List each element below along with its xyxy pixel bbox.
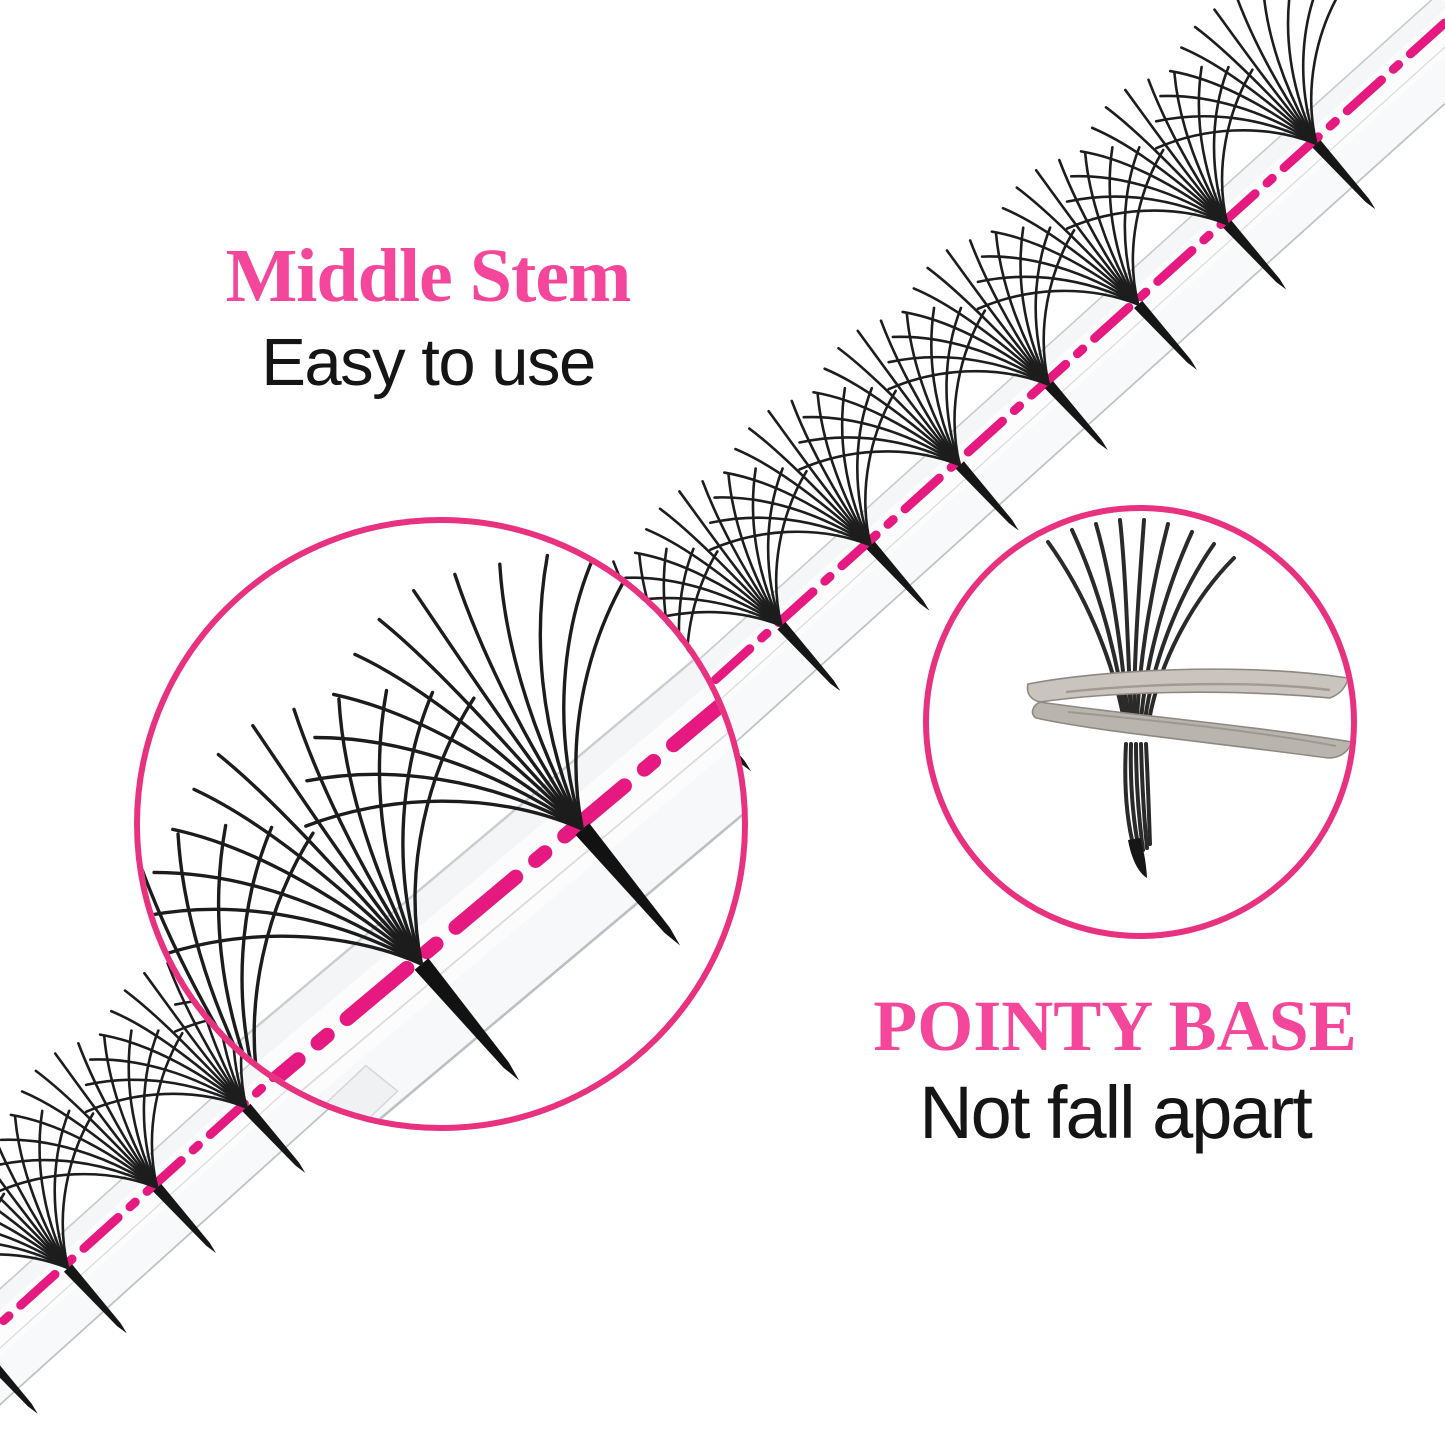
magnifier-ring-middle-stem xyxy=(134,517,748,1131)
callout-middle-stem-subtitle: Easy to use xyxy=(261,325,596,400)
pointy-base-tip xyxy=(1128,838,1147,878)
magnifier-ring-pointy-base xyxy=(923,505,1357,939)
callout-middle-stem-heading: Middle Stem xyxy=(225,234,632,318)
callout-pointy-base-subtitle: Not fall apart xyxy=(919,1071,1313,1154)
magnifier-fill-left xyxy=(140,523,742,1125)
callout-middle-stem: Middle Stem Easy to use xyxy=(118,238,738,398)
magnifier-pointy-base xyxy=(923,505,1357,939)
magnifier-middle-stem xyxy=(134,517,748,1131)
tweezers xyxy=(1026,668,1351,759)
callout-pointy-base: POINTY BASE Not fall apart xyxy=(790,990,1440,1152)
tweezer-lower-blade xyxy=(1031,701,1351,759)
callout-pointy-base-heading: POINTY BASE xyxy=(873,986,1357,1066)
